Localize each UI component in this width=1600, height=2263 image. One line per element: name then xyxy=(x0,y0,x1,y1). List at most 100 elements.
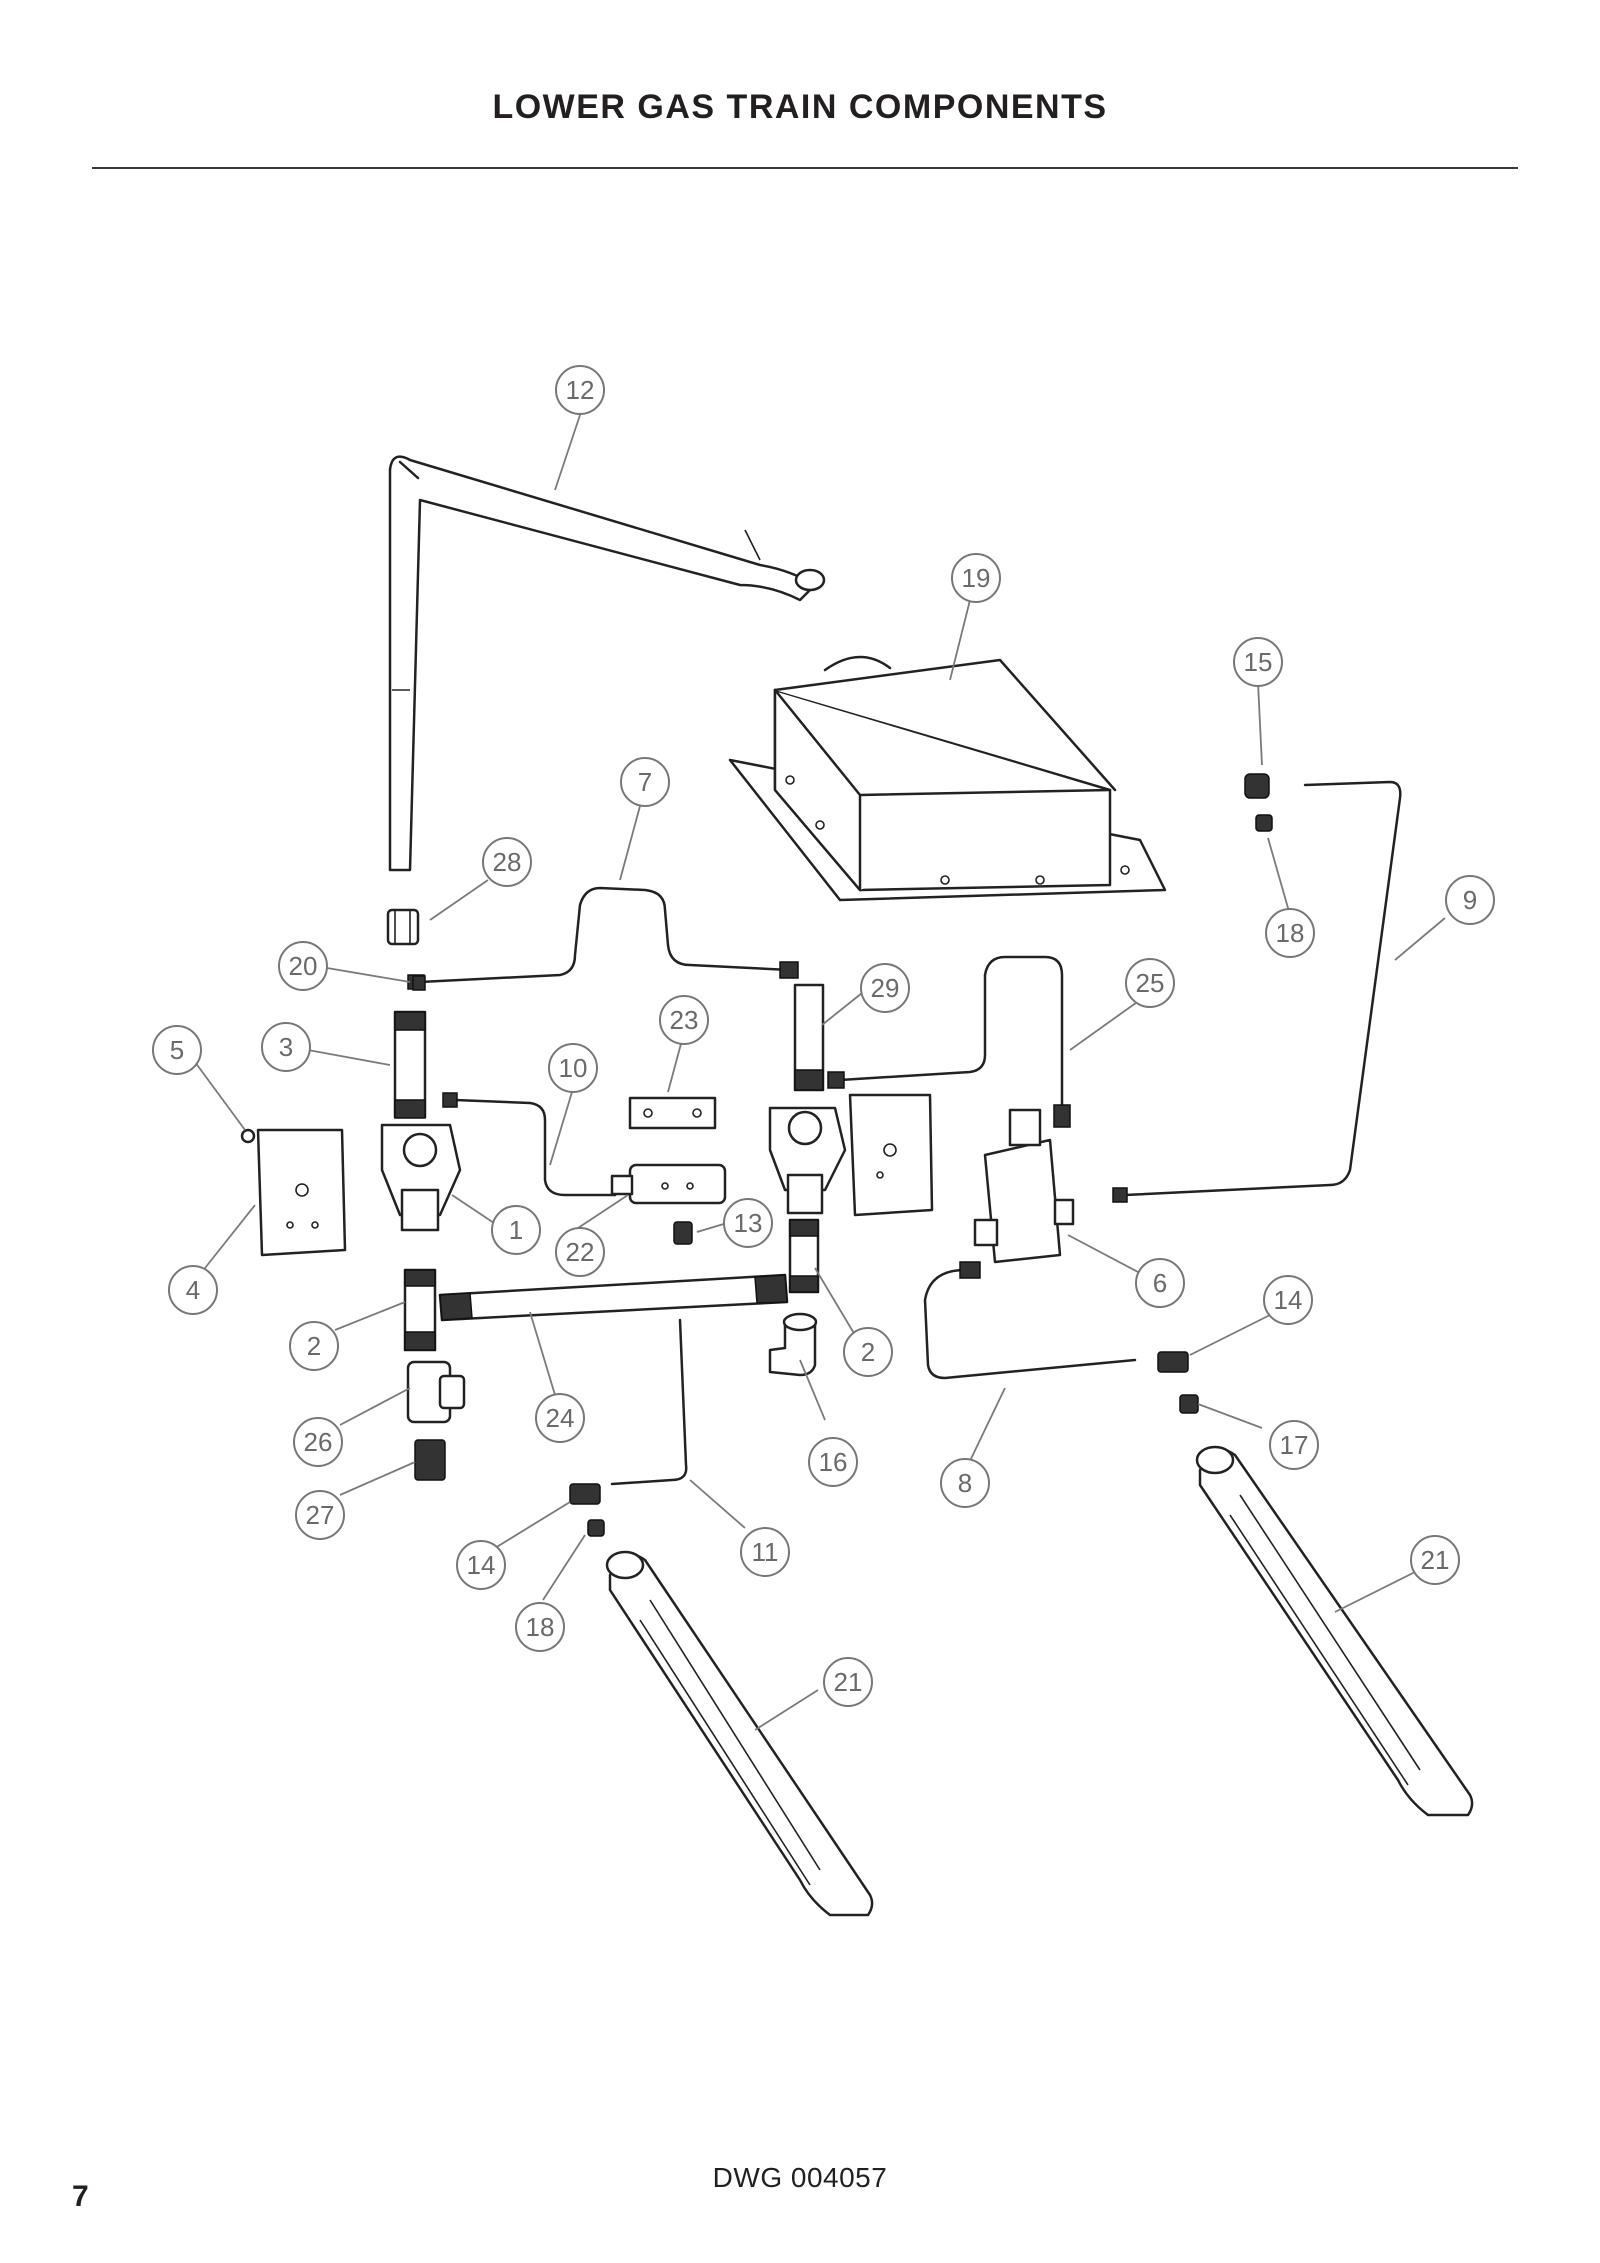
callout-2: 2 xyxy=(843,1327,893,1377)
svg-text:2: 2 xyxy=(307,1331,321,1361)
page-number: 7 xyxy=(72,2180,89,2213)
part-9-bent-rod xyxy=(1112,780,1402,1203)
svg-text:10: 10 xyxy=(559,1053,588,1083)
svg-text:20: 20 xyxy=(289,951,318,981)
svg-text:3: 3 xyxy=(279,1032,293,1062)
callout-10: 10 xyxy=(548,1043,598,1093)
part-17-orifice-right xyxy=(1179,1394,1199,1414)
callout-26: 26 xyxy=(293,1417,343,1467)
callout-25: 25 xyxy=(1125,958,1175,1008)
mounting-bracket-right xyxy=(848,1093,934,1217)
svg-text:15: 15 xyxy=(1244,647,1273,677)
svg-text:1: 1 xyxy=(509,1215,523,1245)
part-15-fitting xyxy=(1244,773,1270,799)
callout-4: 4 xyxy=(168,1265,218,1315)
part-20-fitting xyxy=(412,975,426,991)
callout-24: 24 xyxy=(535,1393,585,1443)
part-5-screw xyxy=(240,1128,256,1144)
callout-7: 7 xyxy=(620,757,670,807)
svg-text:8: 8 xyxy=(958,1468,972,1498)
callout-14: 14 xyxy=(456,1540,506,1590)
part-29-nipple xyxy=(793,983,825,1092)
part-12-bent-pipe xyxy=(388,455,826,872)
callout-28: 28 xyxy=(482,837,532,887)
svg-text:13: 13 xyxy=(734,1208,763,1238)
part-26-tee xyxy=(406,1360,466,1424)
part-3-nipple xyxy=(393,1010,427,1119)
part-4-mounting-bracket xyxy=(256,1128,347,1257)
svg-text:29: 29 xyxy=(871,973,900,1003)
svg-text:19: 19 xyxy=(962,563,991,593)
part-13-fitting xyxy=(673,1221,693,1245)
part-21-burner-left xyxy=(605,1550,874,1917)
callout-19: 19 xyxy=(951,553,1001,603)
svg-text:4: 4 xyxy=(186,1275,200,1305)
svg-text:23: 23 xyxy=(670,1005,699,1035)
callout-15: 15 xyxy=(1233,637,1283,687)
part-27-hex-nipple xyxy=(414,1439,446,1481)
part-25-bent-tube xyxy=(827,955,1071,1128)
callout-14: 14 xyxy=(1263,1275,1313,1325)
part-23-cover-plate xyxy=(628,1096,717,1130)
callout-27: 27 xyxy=(295,1490,345,1540)
svg-text:21: 21 xyxy=(834,1667,863,1697)
part-10-bent-tube xyxy=(442,1092,617,1197)
svg-text:14: 14 xyxy=(467,1550,496,1580)
callout-17: 17 xyxy=(1269,1420,1319,1470)
callout-1: 1 xyxy=(491,1205,541,1255)
callout-18: 18 xyxy=(1265,908,1315,958)
svg-text:18: 18 xyxy=(1276,918,1305,948)
callout-21: 21 xyxy=(1410,1535,1460,1585)
callout-6: 6 xyxy=(1135,1258,1185,1308)
callout-12: 12 xyxy=(555,365,605,415)
callout-13: 13 xyxy=(723,1198,773,1248)
part-18-fitting-top xyxy=(1255,814,1273,832)
svg-text:18: 18 xyxy=(526,1612,555,1642)
svg-text:27: 27 xyxy=(306,1500,335,1530)
svg-text:24: 24 xyxy=(546,1403,575,1433)
svg-text:22: 22 xyxy=(566,1237,595,1267)
valve-right xyxy=(768,1106,847,1215)
svg-text:14: 14 xyxy=(1274,1285,1303,1315)
callout-20: 20 xyxy=(278,941,328,991)
svg-text:6: 6 xyxy=(1153,1268,1167,1298)
callout-21: 21 xyxy=(823,1657,873,1707)
drawing-number: DWG 004057 xyxy=(712,2162,888,2193)
part-19-burner-box xyxy=(728,655,1167,902)
part-2-nipple-right xyxy=(788,1218,820,1294)
svg-text:5: 5 xyxy=(170,1035,184,1065)
part-18-orifice-left xyxy=(587,1519,605,1537)
svg-text:12: 12 xyxy=(566,375,595,405)
svg-text:21: 21 xyxy=(1421,1545,1450,1575)
svg-text:25: 25 xyxy=(1136,968,1165,998)
page-title: LOWER GAS TRAIN COMPONENTS xyxy=(492,88,1108,126)
svg-text:11: 11 xyxy=(752,1537,779,1567)
header-divider xyxy=(92,167,1518,169)
part-14-orifice-right xyxy=(1157,1351,1189,1373)
callout-8: 8 xyxy=(940,1458,990,1508)
callout-2: 2 xyxy=(289,1321,339,1371)
part-8-bent-tube xyxy=(923,1261,1137,1380)
part-6-valve xyxy=(973,1108,1075,1264)
part-21-burner-right xyxy=(1195,1445,1474,1817)
part-1-gas-valve xyxy=(380,1123,462,1232)
leader-lines xyxy=(194,414,1446,1731)
part-28-fitting xyxy=(386,908,420,946)
part-14-orifice-left xyxy=(569,1483,601,1505)
part-11-bent-tube xyxy=(610,1318,688,1486)
callout-9: 9 xyxy=(1445,875,1495,925)
part-22-manifold-block xyxy=(610,1163,727,1205)
callout-16: 16 xyxy=(808,1437,858,1487)
svg-text:9: 9 xyxy=(1463,885,1477,915)
svg-text:26: 26 xyxy=(304,1427,333,1457)
part-16-elbow xyxy=(768,1312,818,1377)
part-2-nipple-left xyxy=(403,1268,437,1352)
callout-23: 23 xyxy=(659,995,709,1045)
svg-text:28: 28 xyxy=(493,847,522,877)
callout-18: 18 xyxy=(515,1602,565,1652)
part-7-bent-tube xyxy=(407,886,799,990)
callout-5: 5 xyxy=(152,1025,202,1075)
svg-text:16: 16 xyxy=(819,1447,848,1477)
callout-11: 11 xyxy=(740,1527,790,1577)
